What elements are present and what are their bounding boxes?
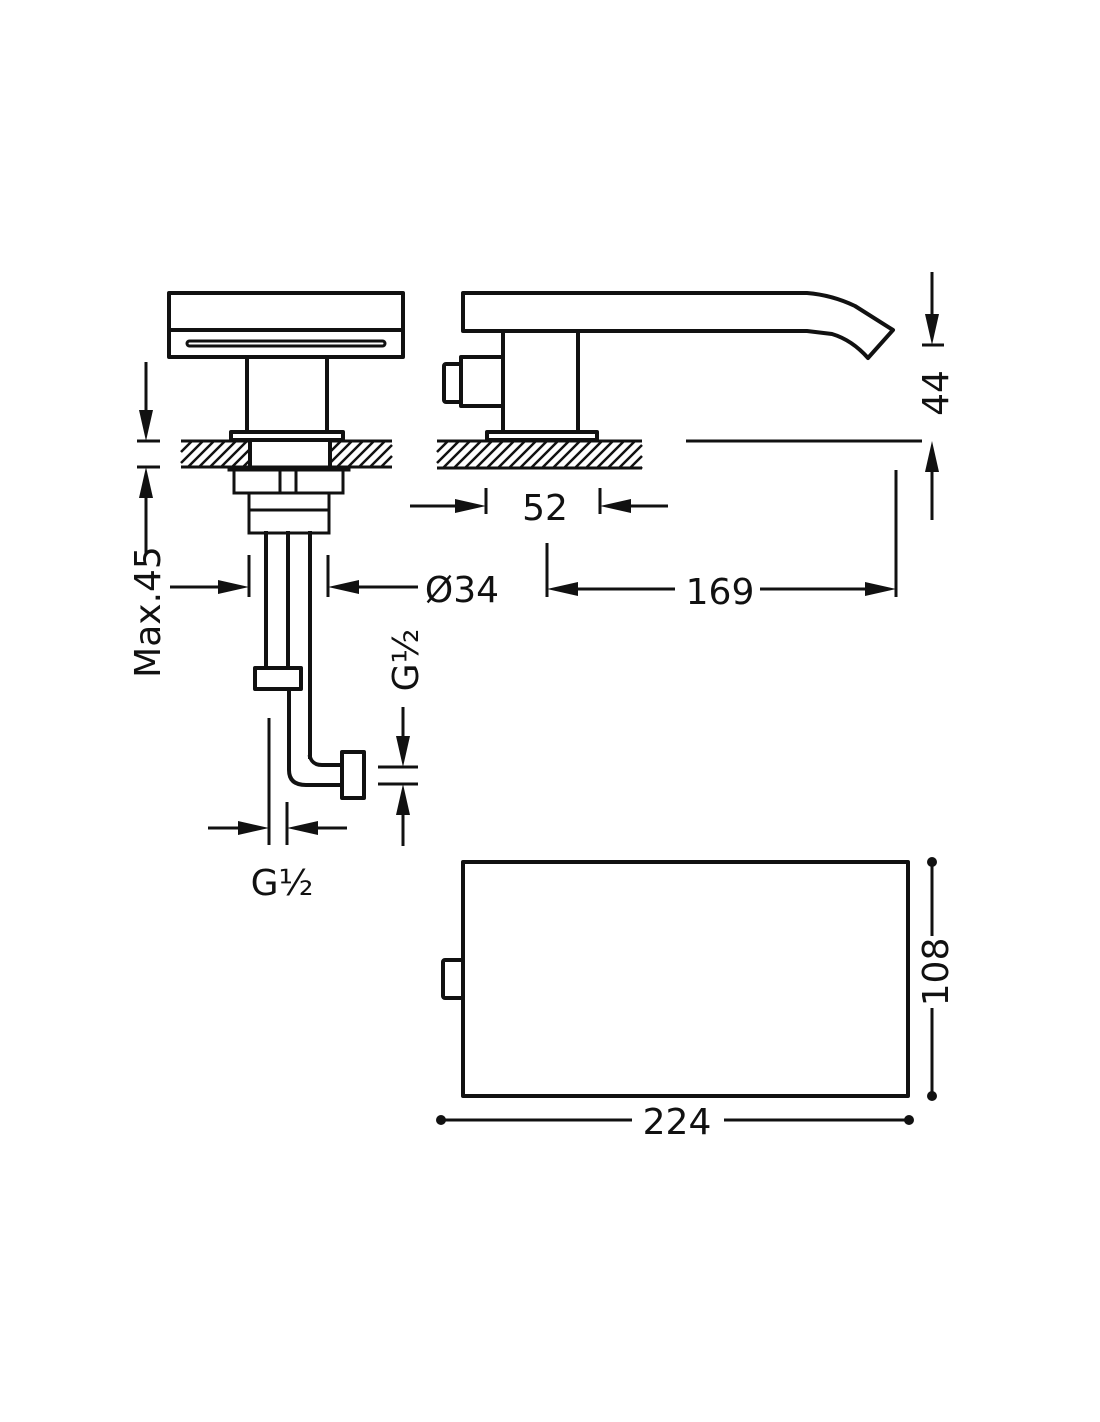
base-flange bbox=[229, 430, 345, 442]
hatch-line bbox=[187, 440, 215, 468]
hatch-line bbox=[180, 440, 204, 464]
pipe-connector bbox=[253, 666, 303, 691]
hatch-line bbox=[329, 440, 353, 464]
hatch-line bbox=[464, 440, 493, 469]
dimension-top-length: 224 bbox=[436, 1102, 914, 1143]
hatch-line bbox=[231, 448, 251, 468]
top-outline bbox=[461, 860, 910, 1098]
inlet-thread-label: G½ bbox=[251, 863, 314, 904]
lever-knob-top bbox=[441, 958, 465, 1000]
hatch-line bbox=[508, 440, 537, 469]
spout-reach-label: 169 bbox=[686, 572, 755, 613]
dimension-diameter: Ø34 bbox=[170, 555, 499, 611]
hatch-line bbox=[180, 440, 193, 453]
hatch-line bbox=[486, 440, 515, 469]
countertop-hatch bbox=[329, 440, 393, 468]
max-depth-label: Max.45 bbox=[128, 546, 169, 678]
dimension-inlet-thread-horizontal: G½ bbox=[208, 718, 347, 904]
dimension-max-depth: Max.45 bbox=[128, 362, 169, 678]
pipe-end-fitting bbox=[340, 750, 366, 800]
fixing-nut bbox=[232, 468, 345, 495]
top-length-label: 224 bbox=[643, 1102, 712, 1143]
side-lever bbox=[459, 355, 505, 408]
hatch-line bbox=[607, 440, 636, 469]
top-depth-label: 108 bbox=[916, 938, 957, 1007]
hatch-line bbox=[497, 440, 526, 469]
dimension-spout-height: 44 bbox=[686, 272, 957, 520]
hatch-line bbox=[585, 440, 614, 469]
hatch-line bbox=[574, 440, 603, 469]
dimension-spout-reach: 169 bbox=[545, 470, 898, 613]
waterfall-slot bbox=[185, 339, 387, 348]
countertop-hatch bbox=[180, 440, 251, 468]
hatch-line bbox=[552, 440, 581, 469]
base-flange-side bbox=[485, 430, 599, 442]
hatch-line bbox=[596, 440, 625, 469]
hatch-line bbox=[220, 440, 248, 468]
hatch-line bbox=[347, 440, 375, 468]
hatch-line bbox=[629, 455, 643, 469]
hatch-line bbox=[336, 440, 364, 468]
diameter-label: Ø34 bbox=[425, 570, 499, 611]
hatch-line bbox=[541, 440, 570, 469]
countertop-hatch bbox=[436, 440, 643, 469]
handle-top-block bbox=[167, 291, 405, 359]
hatch-line bbox=[442, 440, 471, 469]
dimension-top-depth: 108 bbox=[916, 857, 957, 1101]
side-view bbox=[436, 291, 895, 470]
hatch-line bbox=[380, 455, 393, 468]
hatch-line bbox=[453, 440, 482, 469]
hatch-line bbox=[519, 440, 548, 469]
hatch-line bbox=[209, 440, 237, 468]
dimension-inlet-thread-vertical: G½ bbox=[378, 629, 427, 846]
hatch-line bbox=[563, 440, 592, 469]
front-view bbox=[167, 291, 405, 800]
hatch-line bbox=[436, 440, 460, 464]
hatch-line bbox=[530, 440, 559, 469]
spout-height-label: 44 bbox=[916, 370, 957, 416]
dimension-base-width: 52 bbox=[410, 488, 668, 529]
hatch-line bbox=[436, 440, 449, 453]
hatch-line bbox=[369, 444, 393, 468]
hatch-line bbox=[198, 440, 226, 468]
hatch-line bbox=[358, 440, 386, 468]
lever-knob bbox=[442, 362, 463, 404]
hatch-line bbox=[618, 444, 643, 469]
inlet-thread-label-vertical: G½ bbox=[386, 629, 427, 692]
spout bbox=[461, 291, 895, 360]
top-view bbox=[441, 860, 910, 1098]
hatch-line bbox=[475, 440, 504, 469]
base-width-label: 52 bbox=[522, 488, 568, 529]
